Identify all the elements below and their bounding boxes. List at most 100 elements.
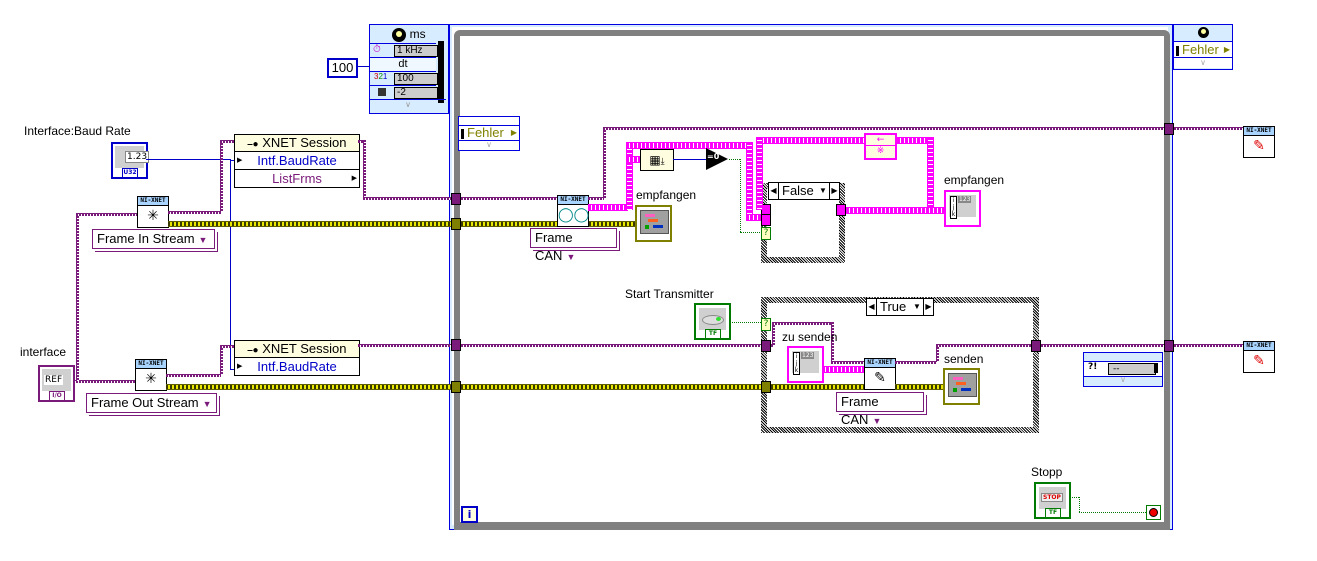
loop-tunnel xyxy=(1164,123,1174,135)
case-value: True xyxy=(880,299,907,314)
case-selector-terminal: ? xyxy=(761,318,771,331)
property-label: Intf.BaudRate xyxy=(257,153,337,168)
dropdown-arrow-icon: ▼ xyxy=(202,399,212,409)
next-case-arrow-icon[interactable]: ▶ xyxy=(923,299,933,315)
expand-chevron-icon[interactable]: ∨ xyxy=(1120,375,1126,384)
write-mode-ring[interactable]: Frame CAN▼ xyxy=(836,392,924,427)
cluster-wire xyxy=(822,366,864,373)
property-node-2[interactable]: ⎯● XNET Session ▶Intf.BaudRate xyxy=(234,340,360,376)
error-cluster-node[interactable]: ?! -- ∨ xyxy=(1083,352,1163,387)
xnet-create-session-in[interactable]: NI-XNET ✳ xyxy=(137,196,169,228)
priority-value[interactable]: 100 xyxy=(394,73,438,85)
xnet-clear-node-1[interactable]: NI-XNET ✎ xyxy=(1243,126,1275,158)
dropdown-arrow-icon: ▼ xyxy=(566,252,576,262)
start-transmitter-label: Start Transmitter xyxy=(625,287,714,301)
property-node-1[interactable]: ⎯● XNET Session ▶Intf.BaudRate ListFrms▶ xyxy=(234,134,360,188)
cluster-wire xyxy=(927,137,934,211)
processor-value[interactable]: -2 xyxy=(394,87,438,99)
error-in-node[interactable]: Fehler▶ ∨ xyxy=(458,116,520,151)
property-node-title: XNET Session xyxy=(262,341,347,356)
xnet-write-node[interactable]: NI-XNET ✎ xyxy=(864,358,896,390)
wire xyxy=(895,361,937,364)
property-baudrate[interactable]: ▶Intf.BaudRate xyxy=(235,152,359,170)
xnet-clear-node-2[interactable]: NI-XNET ✎ xyxy=(1243,341,1275,373)
type-badge: TF xyxy=(705,329,721,339)
source-value[interactable]: 1 kHz xyxy=(394,45,438,57)
property-listfrms[interactable]: ListFrms▶ xyxy=(272,171,357,186)
error-wire xyxy=(771,384,864,390)
interface-control[interactable]: REF I/O xyxy=(38,365,75,402)
key-icon: ⎯● xyxy=(247,345,259,356)
boolean-wire xyxy=(729,159,740,160)
index-i: i xyxy=(952,197,955,204)
prev-case-arrow-icon[interactable]: ◀ xyxy=(867,299,877,315)
zu-senden-label: zu senden xyxy=(782,330,838,344)
loop-tunnel xyxy=(451,381,461,393)
wire xyxy=(166,374,221,377)
wire xyxy=(220,140,234,143)
wire xyxy=(73,380,135,383)
ring-value: Frame Out Stream xyxy=(91,395,199,410)
expand-chevron-icon[interactable]: ∨ xyxy=(486,140,492,149)
ring-value: Frame In Stream xyxy=(97,231,195,246)
timed-loop-output-node[interactable]: Fehler▶ ∨ xyxy=(1173,24,1233,70)
senden-label: senden xyxy=(944,352,984,366)
wire xyxy=(831,361,864,364)
new-session-icon: ✳ xyxy=(147,208,159,224)
out-stream-mode-ring[interactable]: Frame Out Stream▼ xyxy=(86,393,217,413)
error-value: -- xyxy=(1108,363,1156,375)
case-tunnel xyxy=(1031,340,1041,352)
expand-chevron-icon[interactable]: ∨ xyxy=(1174,58,1232,68)
type-badge: U32 xyxy=(122,168,138,178)
wire xyxy=(363,140,366,197)
index-j: j xyxy=(952,204,955,211)
wire xyxy=(588,197,604,200)
dropdown-arrow-icon: ▼ xyxy=(198,235,208,245)
asterisk-icon: ※ xyxy=(876,146,885,156)
property-label: Intf.BaudRate xyxy=(257,359,337,374)
arrow-left-icon: ← xyxy=(866,135,895,146)
case-selector[interactable]: ◀ True ▼ ▶ xyxy=(866,298,934,316)
wire xyxy=(461,197,557,200)
build-array-node[interactable]: ← ※ xyxy=(864,133,897,160)
stopp-label: Stopp xyxy=(1031,465,1063,479)
xnet-read-node[interactable]: NI-XNET ◯◯ xyxy=(557,195,589,227)
wire xyxy=(220,140,223,212)
error-wire xyxy=(895,384,943,390)
error-wire xyxy=(461,221,636,227)
boolean-wire xyxy=(1079,512,1146,513)
start-transmitter-button[interactable]: TF xyxy=(694,303,731,340)
index-k: k xyxy=(794,367,799,374)
empfangen-cluster-indicator[interactable] xyxy=(635,205,672,242)
wire xyxy=(230,159,231,370)
property-baudrate[interactable]: ▶Intf.BaudRate xyxy=(237,359,337,374)
stopp-button[interactable]: STOP TF xyxy=(1034,482,1071,519)
array-size-node[interactable]: ▦⤓ xyxy=(640,149,674,171)
priority-icon: 321 xyxy=(374,72,388,81)
stop-glyph: STOP xyxy=(1041,493,1063,502)
ms-constant[interactable]: 100 xyxy=(327,58,358,78)
boolean-wire xyxy=(1079,497,1080,512)
error-wire xyxy=(461,384,763,390)
senden-cluster-indicator[interactable] xyxy=(943,368,980,405)
led-green xyxy=(716,317,721,321)
equal-zero-node[interactable] xyxy=(706,148,728,170)
case-selector[interactable]: ◀ False ▼ ▶ xyxy=(768,182,840,200)
cluster-wire xyxy=(846,207,946,214)
prev-case-arrow-icon[interactable]: ◀ xyxy=(769,183,779,199)
xnet-create-session-out[interactable]: NI-XNET ✳ xyxy=(135,359,167,391)
read-mode-ring[interactable]: Frame CAN▼ xyxy=(530,228,617,263)
cluster-wire xyxy=(626,142,633,210)
expand-chevron-icon[interactable]: ∨ xyxy=(370,99,446,112)
wire xyxy=(936,344,939,362)
in-stream-mode-ring[interactable]: Frame In Stream▼ xyxy=(92,229,215,249)
baud-rate-control[interactable]: 1.23 U32 xyxy=(111,142,150,179)
cluster-wire xyxy=(746,142,753,220)
cluster-wire xyxy=(756,137,763,210)
clock-icon xyxy=(1197,27,1209,38)
timed-loop-input-node[interactable]: ms ⏱ 1 kHz dt 321 100 -2 ∨ xyxy=(369,24,449,114)
property-node-title: XNET Session xyxy=(262,135,347,150)
next-case-arrow-icon[interactable]: ▶ xyxy=(829,183,839,199)
